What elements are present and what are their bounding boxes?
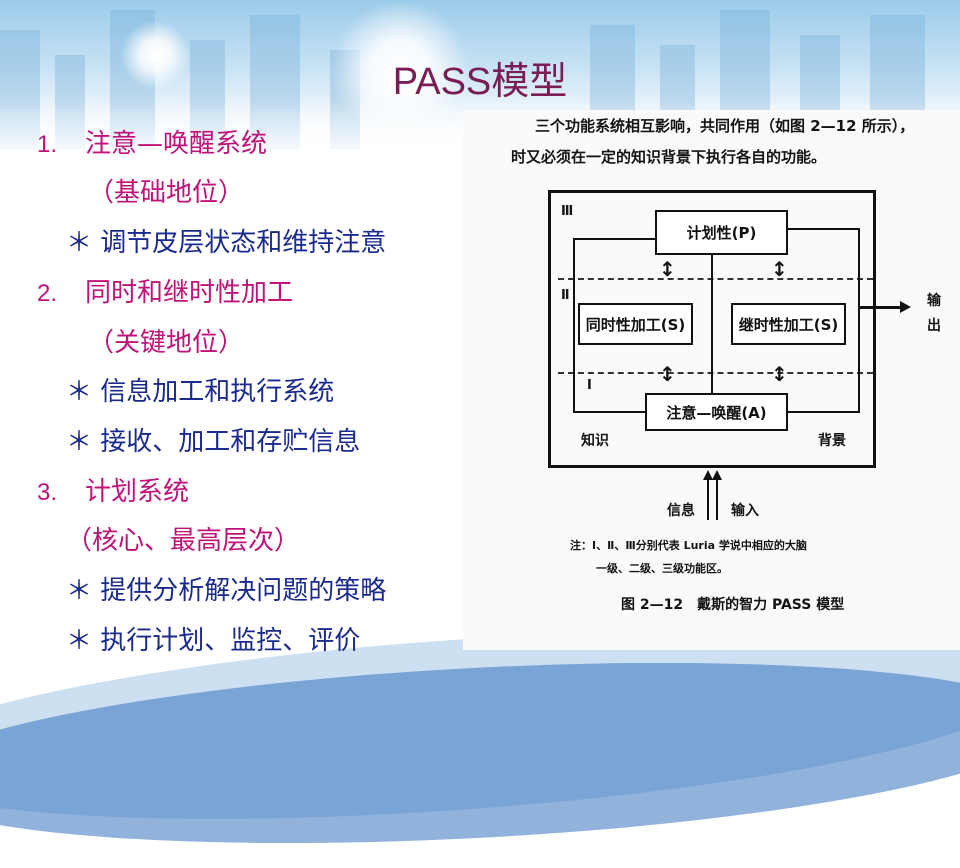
simultaneous-box: 同时性加工(S) [578, 303, 693, 345]
outline-bullet: ＊ 调节皮层状态和维持注意 [66, 228, 387, 258]
connector-line [711, 255, 713, 405]
connector-line [788, 411, 860, 413]
slide-title: PASS模型 [392, 61, 568, 103]
outline-bullet: ＊ 信息加工和执行系统 [66, 377, 335, 407]
connector-line [573, 411, 645, 413]
connector-line [788, 228, 860, 230]
level-divider [558, 278, 873, 280]
level-label: Ⅱ [561, 288, 570, 303]
bidirectional-arrow-icon: ↕ [659, 362, 676, 386]
input-label: 输入 [731, 503, 759, 519]
light-flare [120, 20, 190, 90]
figure-note-line: 注：Ⅰ、Ⅱ、Ⅲ分别代表 Luria 学说中相应的大脑 [570, 539, 807, 552]
input-line [716, 478, 718, 520]
level-divider [558, 372, 873, 374]
outline-subtitle: （关键地位） [88, 328, 245, 358]
level-label: Ⅰ [587, 378, 592, 393]
level-label: Ⅲ [561, 204, 574, 219]
connector-line [573, 238, 655, 240]
planning-box: 计划性(P) [655, 210, 788, 255]
item-number: 2. [37, 280, 58, 307]
outline-subtitle: （基础地位） [88, 178, 245, 208]
figure-caption: 图 2—12 戴斯的智力 PASS 模型 [621, 597, 845, 613]
output-label: 输 [927, 293, 941, 309]
outline-item-2: 2. 同时和继时性加工 [37, 272, 293, 309]
figure-intro-line: 时又必须在一定的知识背景下执行各自的功能。 [511, 148, 827, 166]
input-line [707, 478, 709, 520]
output-arrow-icon [900, 301, 911, 313]
pass-model-figure: 三个功能系统相互影响，共同作用（如图 2—12 所示）， 时又必须在一定的知识背… [463, 110, 960, 650]
footer-wave [0, 638, 960, 868]
connector-line [858, 228, 860, 412]
outline-item-1: 1. 注意—唤醒系统 [37, 123, 267, 160]
bidirectional-arrow-icon: ↕ [659, 257, 676, 281]
outline-bullet: ＊ 接收、加工和存贮信息 [66, 427, 361, 457]
item-text: 注意—唤醒系统 [85, 129, 268, 159]
outline-item-3: 3. 计划系统 [37, 471, 189, 508]
knowledge-label: 知识 [581, 433, 609, 449]
outline-bullet: ＊ 提供分析解决问题的策略 [66, 576, 387, 606]
diagram-frame [548, 190, 876, 468]
output-line [860, 306, 902, 309]
connector-line [573, 238, 575, 412]
attention-box: 注意—唤醒(A) [645, 393, 788, 431]
info-label: 信息 [667, 503, 695, 519]
figure-note-line: 一级、二级、三级功能区。 [596, 562, 728, 575]
item-text: 同时和继时性加工 [85, 278, 294, 308]
figure-intro-line: 三个功能系统相互影响，共同作用（如图 2—12 所示）， [535, 117, 915, 135]
outline-subtitle: （核心、最高层次） [66, 526, 301, 556]
successive-box: 继时性加工(S) [731, 303, 846, 345]
item-number: 3. [37, 479, 58, 506]
output-label: 出 [927, 318, 941, 334]
item-number: 1. [37, 131, 58, 158]
input-arrow-icon [703, 470, 713, 480]
outline-bullet: ＊ 执行计划、监控、评价 [66, 626, 361, 656]
item-text: 计划系统 [85, 477, 190, 507]
input-arrow-icon [712, 470, 722, 480]
bidirectional-arrow-icon: ↕ [771, 362, 788, 386]
bidirectional-arrow-icon: ↕ [771, 257, 788, 281]
background-label: 背景 [818, 433, 846, 449]
